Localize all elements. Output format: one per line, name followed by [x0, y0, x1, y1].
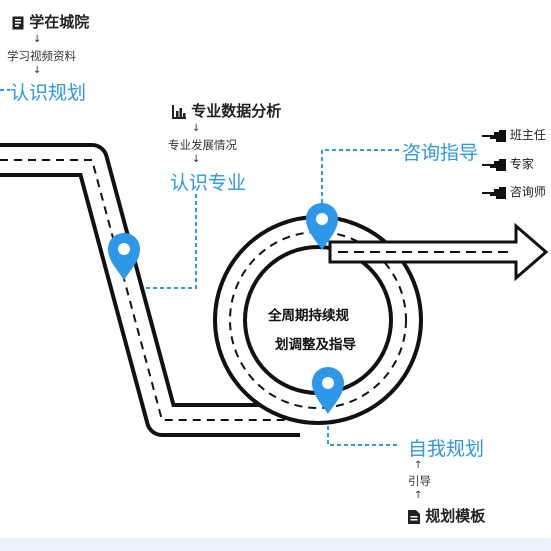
consult-item: 咨询师 — [482, 183, 546, 200]
top-left-title-row: 学在城院 — [12, 11, 89, 32]
consult-item: 班主任 — [482, 126, 546, 143]
arrow-down: ↓ — [33, 34, 42, 45]
connector-middle — [123, 192, 197, 289]
pointing-hand-icon — [482, 158, 506, 171]
consult-item-label: 班主任 — [509, 128, 546, 142]
location-pin-icon — [306, 203, 338, 250]
pointing-hand-icon — [482, 186, 506, 199]
location-pin-icon — [108, 233, 140, 280]
bottom-subtitle: 引导 — [408, 474, 431, 488]
circle-center-line1: 全周期持续规 — [268, 308, 349, 324]
consult-item-label: 咨询师 — [509, 185, 546, 199]
bottom-strip — [0, 538, 551, 551]
connector-consult — [321, 149, 400, 210]
bottom-title-row: 规划模板 — [408, 505, 485, 526]
stage-label-self-planning: 自我规划 — [408, 438, 485, 460]
middle-subtitle: 专业发展情况 — [168, 138, 237, 152]
top-left-subtitle: 学习视频资料 — [7, 49, 76, 63]
document-icon — [12, 16, 24, 29]
top-left-title: 学在城院 — [29, 13, 90, 31]
stage-label-consult-guidance: 咨询指导 — [402, 142, 479, 164]
arrow-down: ↓ — [192, 123, 201, 134]
arrow-down: ↓ — [33, 65, 42, 76]
stage-label-understand-major: 认识专业 — [170, 172, 247, 194]
consult-item-label: 专家 — [509, 157, 534, 171]
stage-label-understand-planning: 认识规划 — [10, 82, 87, 104]
bar-chart-icon — [172, 104, 186, 119]
road-left — [0, 143, 300, 437]
pointing-hand-icon — [482, 129, 506, 142]
consult-item: 专家 — [482, 155, 534, 172]
arrow-up: ↑ — [414, 460, 423, 471]
connector-bottom — [327, 405, 400, 446]
arrow-up: ↑ — [414, 490, 423, 501]
bottom-title: 规划模板 — [425, 507, 486, 525]
middle-title-row: 专业数据分析 — [172, 100, 281, 121]
middle-title: 专业数据分析 — [191, 102, 282, 120]
arrow-down: ↓ — [192, 154, 201, 165]
connector-lines — [0, 89, 400, 446]
file-icon — [408, 509, 420, 524]
road-exit-arrow — [328, 222, 549, 282]
location-pin-icon — [312, 367, 344, 414]
circle-center-line2: 划调整及指导 — [275, 337, 356, 353]
